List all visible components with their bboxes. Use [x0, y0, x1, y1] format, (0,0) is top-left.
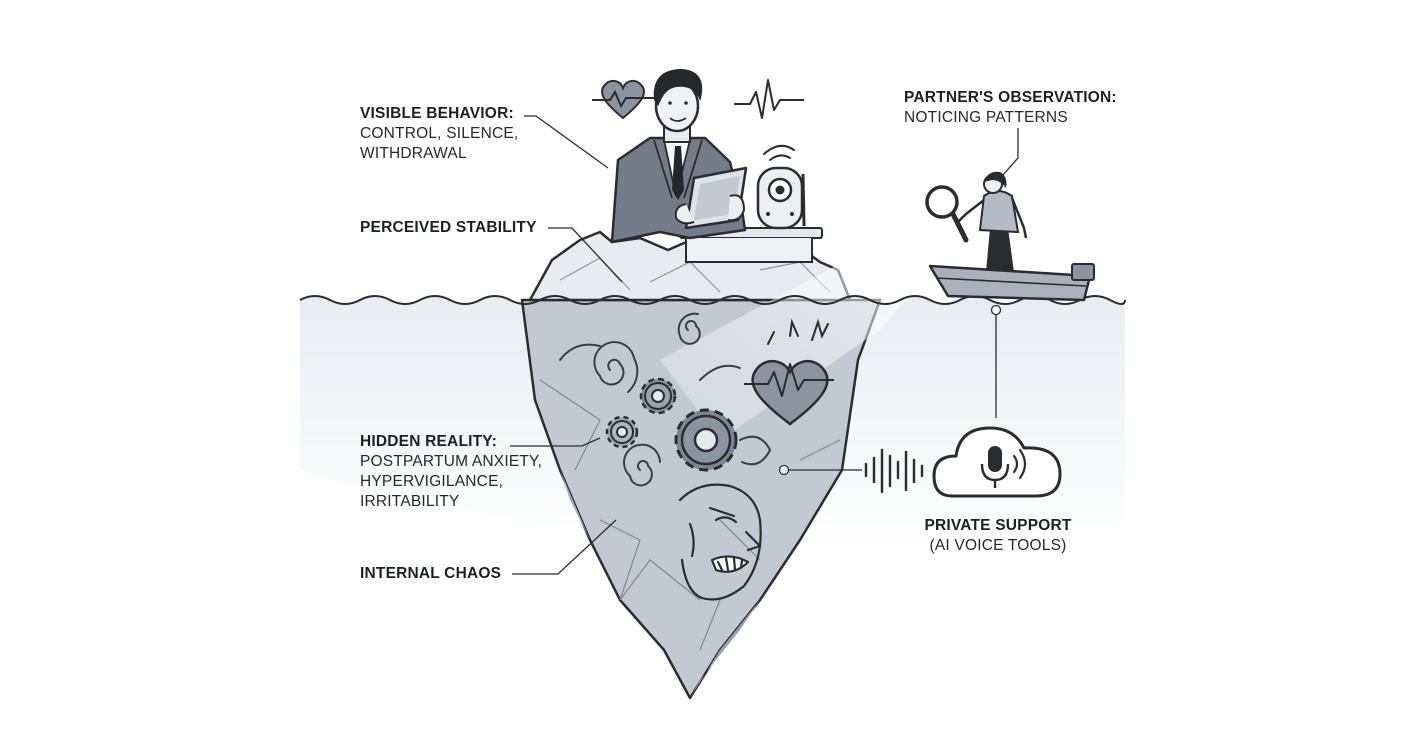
wifi-signal-icon — [763, 144, 795, 161]
swirl-icon — [559, 312, 772, 487]
perceived-stability-heading: PERCEIVED STABILITY — [360, 219, 537, 236]
cloud-microphone-icon — [932, 426, 1062, 498]
man-figure — [610, 68, 748, 244]
internal-chaos-label: INTERNAL CHAOS — [360, 564, 501, 584]
connector-lines — [778, 304, 1002, 476]
visible-behavior-line-2: WITHDRAWAL — [360, 145, 467, 162]
ekg-line-icon — [734, 79, 804, 119]
private-support-heading: PRIVATE SUPPORT — [924, 517, 1072, 534]
hidden-reality-line-3: IRRITABILITY — [360, 493, 460, 510]
boat-icon — [928, 263, 1095, 302]
perceived-stability-label: PERCEIVED STABILITY — [360, 218, 537, 238]
partner-observation-heading: PARTNER'S OBSERVATION: — [904, 89, 1117, 106]
internal-chaos-heading: INTERNAL CHAOS — [360, 565, 502, 582]
partner-observation-label: PARTNER'S OBSERVATION: NOTICING PATTERNS — [904, 88, 1117, 128]
woman-figure — [957, 171, 1028, 272]
visible-behavior-line-1: CONTROL, SILENCE, — [360, 125, 519, 142]
partner-observation-line-1: NOTICING PATTERNS — [904, 109, 1068, 126]
private-support-label: PRIVATE SUPPORT (AI VOICE TOOLS) — [900, 516, 1096, 556]
hidden-reality-line-2: HYPERVIGILANCE, — [360, 473, 504, 490]
visible-behavior-label: VISIBLE BEHAVIOR: CONTROL, SILENCE, WITH… — [360, 104, 518, 164]
private-support-line-1: (AI VOICE TOOLS) — [929, 537, 1067, 554]
magnifying-glass-icon — [925, 185, 969, 243]
heart-pulse-icon — [744, 318, 834, 426]
light-beam — [660, 210, 965, 440]
hidden-reality-heading: HIDDEN REALITY: — [360, 433, 498, 450]
water-surface — [299, 295, 1126, 305]
heart-rate-icon — [592, 80, 654, 120]
visible-behavior-heading: VISIBLE BEHAVIOR: — [360, 105, 514, 122]
hidden-reality-line-1: POSTPARTUM ANXIETY, — [360, 453, 543, 470]
sound-wave-icon — [864, 448, 924, 494]
angry-face — [678, 483, 762, 601]
baby-monitor-icon — [756, 166, 806, 230]
hidden-reality-label: HIDDEN REALITY: POSTPARTUM ANXIETY, HYPE… — [360, 432, 542, 512]
leader-lines — [510, 115, 1019, 575]
gear-icon — [605, 377, 738, 472]
